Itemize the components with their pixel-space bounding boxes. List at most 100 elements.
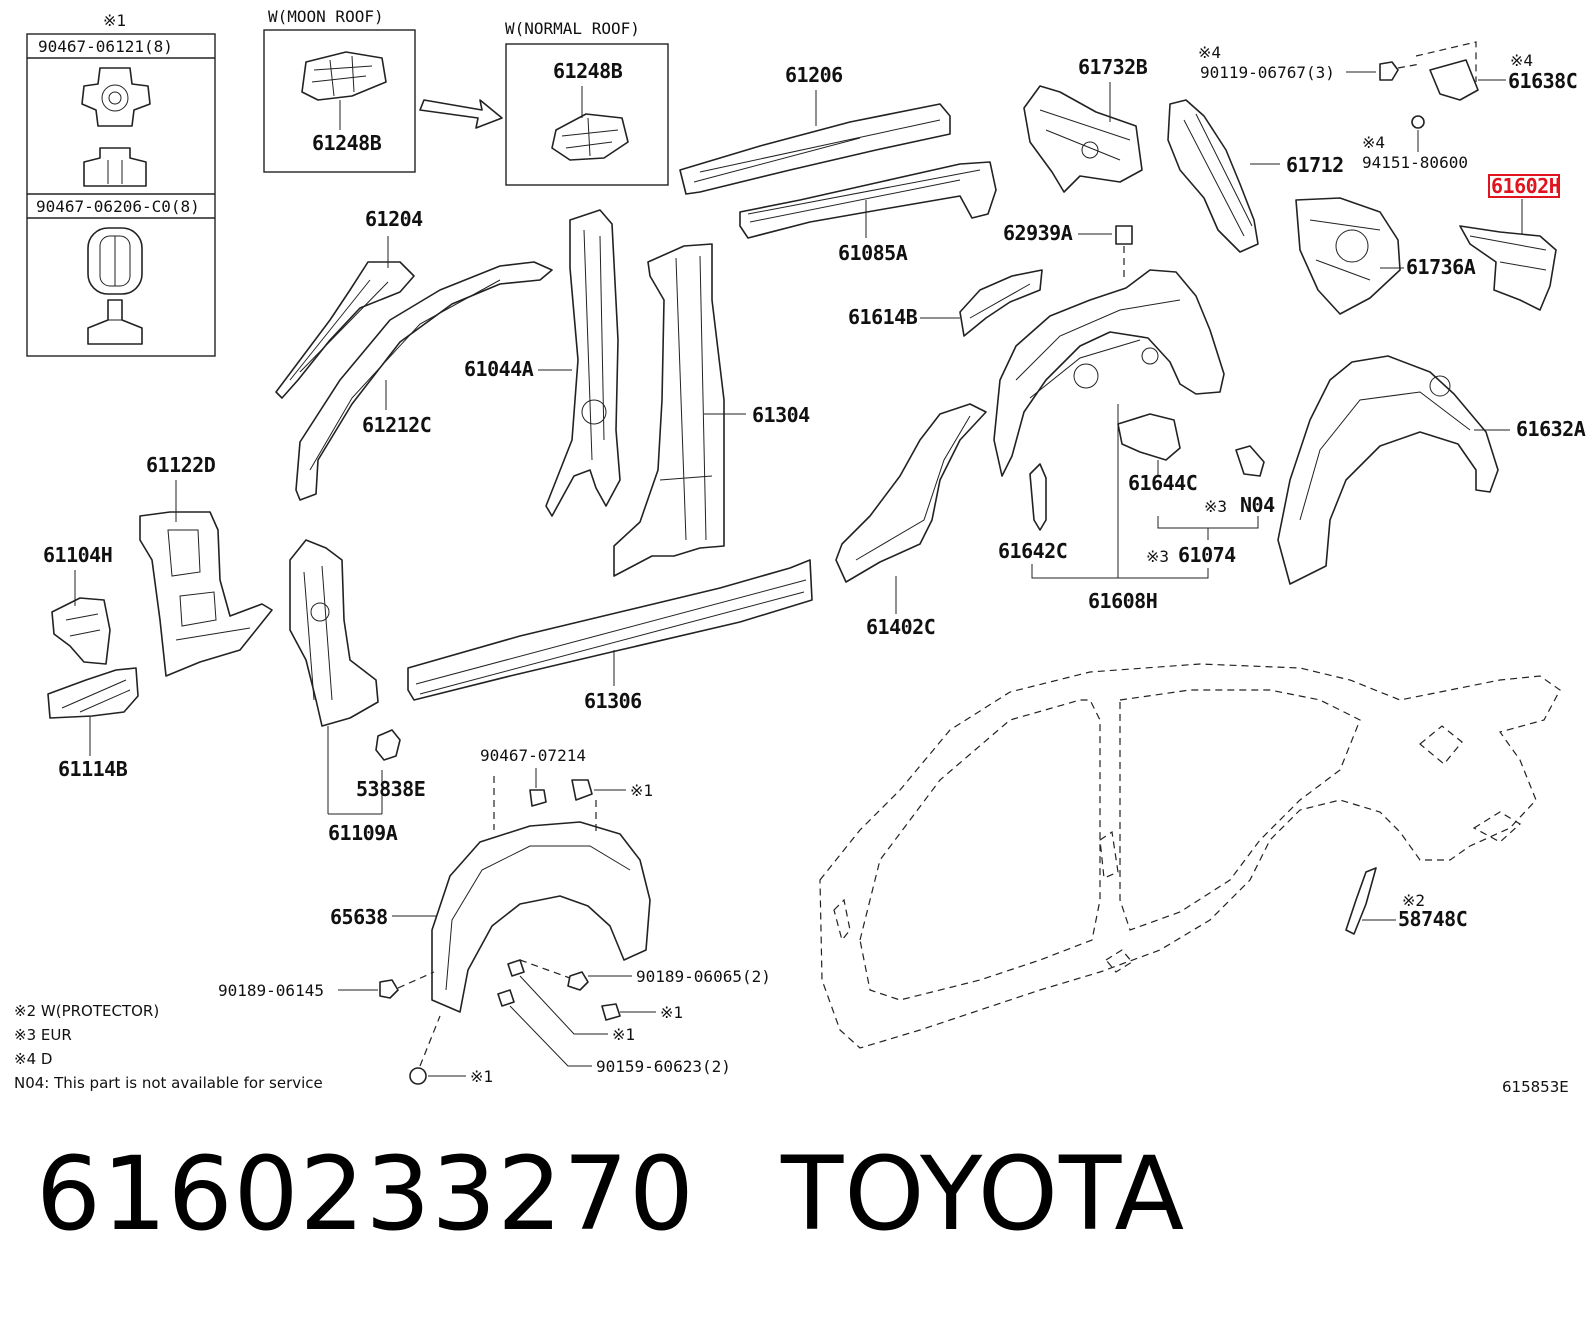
svg-text:※3: ※3 [1146,547,1169,566]
moon-roof-part-label: 61248B [312,131,382,155]
part-clip-star1-d: ※1 [409,1015,493,1086]
svg-text:61638C: 61638C [1508,69,1577,93]
part-61122D: 61122D [139,453,273,677]
svg-text:90119-06767(3): 90119-06767(3) [1200,63,1335,82]
svg-text:61732B: 61732B [1078,55,1148,79]
svg-text:90159-60623(2): 90159-60623(2) [596,1057,731,1076]
moon-roof-title: W(MOON ROOF) [268,7,384,26]
part-61736A: 61736A [1295,197,1476,315]
part-61306: 61306 [407,559,813,713]
part-61642C: 61642C [998,463,1068,563]
svg-text:※4: ※4 [1198,43,1221,62]
svg-text:61114B: 61114B [58,757,128,781]
clip-fastener-box: ※1 90467-06121(8) 90467-06206-C0(8) [26,11,216,357]
part-61114B: 61114B [47,667,139,781]
part-61632A: 61632A [1277,355,1586,585]
part-61712: 61712 [1167,99,1344,253]
svg-text:90189-06065(2): 90189-06065(2) [636,967,771,986]
note-protector: ※2 W(PROTECTOR) [14,1002,159,1020]
part-N04: ※3 N04 [1204,445,1276,517]
highlighted-part-label: 61602H [1491,174,1560,198]
part-61206: 61206 [679,63,951,195]
svg-text:※3: ※3 [1204,497,1227,516]
part-61109A: 61109A [289,539,398,845]
clip-box-mark: ※1 [103,11,126,30]
part-90159-60623: 90159-60623(2) [497,989,731,1076]
svg-text:90189-06145: 90189-06145 [218,981,324,1000]
normal-roof-title: W(NORMAL ROOF) [505,19,640,38]
svg-text:61306: 61306 [584,689,642,713]
part-61304: 61304 [613,243,811,577]
clip-box-frame [26,33,216,357]
svg-text:61074: 61074 [1178,543,1236,567]
part-90189-06065: 90189-06065(2) [519,959,771,991]
svg-text:61712: 61712 [1286,153,1344,177]
note-d: ※4 D [14,1050,52,1068]
part-62939A: 62939A [1003,221,1133,282]
arrow-right-icon [419,99,503,129]
part-61085A: 61085A [739,161,997,265]
grommet-clip-icon [87,227,143,345]
svg-text:61204: 61204 [365,207,423,231]
part-53838E: 53838E [356,729,426,801]
moon-roof-box: W(MOON ROOF) 61248B [263,7,416,173]
svg-text:61044A: 61044A [464,357,534,381]
svg-text:90467-07214: 90467-07214 [480,746,586,765]
part-61104H: 61104H [43,543,113,665]
part-61732B: 61732B [1023,55,1148,193]
svg-text:61608H: 61608H [1088,589,1157,613]
svg-text:61642C: 61642C [998,539,1067,563]
svg-text:61632A: 61632A [1516,417,1586,441]
svg-text:N04: N04 [1240,493,1275,517]
note-n04: N04: This part is not available for serv… [14,1074,323,1092]
diagram-id: 615853E [1502,1078,1569,1096]
part-61074: ※3 61074 [1146,516,1259,567]
svg-text:61109A: 61109A [328,821,398,845]
caption-brand: TOYOTA [780,1135,1186,1254]
svg-text:94151-80600: 94151-80600 [1362,153,1468,172]
svg-text:61304: 61304 [752,403,810,427]
svg-text:※2: ※2 [1402,891,1425,910]
svg-text:62939A: 62939A [1003,221,1073,245]
part-58748C: ※2 58748C [1345,867,1468,935]
svg-text:※1: ※1 [470,1067,493,1086]
svg-text:61614B: 61614B [848,305,918,329]
part-61212C: 61212C [295,261,553,501]
part-61402C: 61402C [835,403,987,639]
part-61204: 61204 [275,207,424,399]
part-clip-star1-c: ※1 [507,959,635,1044]
push-clip-icon [81,67,151,187]
part-61608H-assembly [993,269,1225,578]
part-90119: ※4 90119-06767(3) [1198,43,1421,82]
part-clip-star1-b: ※1 [601,1003,683,1022]
part-61644C: 61644C [1117,413,1198,495]
highlight-box [1488,174,1560,198]
footnotes: ※2 W(PROTECTOR) ※3 EUR ※4 D N04: This pa… [14,1002,323,1092]
normal-roof-box: W(NORMAL ROOF) 61248B [505,19,669,186]
svg-text:※4: ※4 [1362,133,1385,152]
svg-text:※4: ※4 [1510,51,1533,70]
svg-text:61104H: 61104H [43,543,112,567]
svg-text:58748C: 58748C [1398,907,1467,931]
part-90467-07214: 90467-07214 ※1 [480,746,653,836]
part-90189-06145: 90189-06145 [218,971,435,1000]
part-61602H: 61602H [1459,174,1561,311]
clip-part-label-1: 90467-06121(8) [38,37,173,56]
svg-text:※1: ※1 [612,1025,635,1044]
svg-text:53838E: 53838E [356,777,425,801]
note-eur: ※3 EUR [14,1026,72,1044]
svg-text:※1: ※1 [630,781,653,800]
car-body-outline [819,663,1561,1049]
part-65638: 65638 [330,821,651,1013]
svg-text:※1: ※1 [660,1003,683,1022]
svg-text:61085A: 61085A [838,241,908,265]
part-94151: ※4 94151-80600 [1362,115,1468,172]
svg-text:61736A: 61736A [1406,255,1476,279]
svg-text:61212C: 61212C [362,413,431,437]
svg-text:61644C: 61644C [1128,471,1197,495]
part-61044A: 61044A [464,209,621,517]
svg-text:61122D: 61122D [146,453,216,477]
